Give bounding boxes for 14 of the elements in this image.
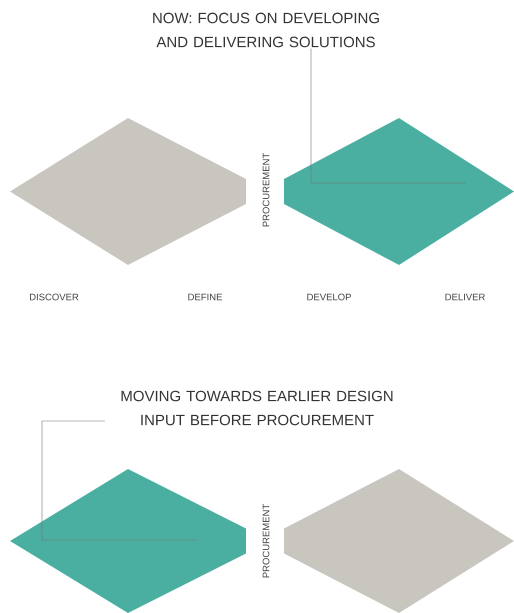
heading: MOVING TOWARDS EARLIER DESIGN INPUT BEFORE PROCUREMENT [122,390,392,426]
diamond-shape [10,469,246,613]
leader-line [310,48,466,184]
phase-label: DEVELOP [307,294,351,300]
diamond-shape [10,118,246,265]
phase-label: DISCOVER [30,294,78,300]
leader-line [42,420,198,540]
phase-label: DEFINE [188,294,222,300]
heading: NOW: FOCUS ON DEVELOPING AND DELIVERING SOLUTIONS [153,12,379,48]
diamond-shape [284,469,514,613]
rotated-label: PROCUREMENT [260,502,272,580]
phase-label: DELIVER [445,294,485,300]
diamond-shape [284,118,514,265]
rotated-label: PROCUREMENT [260,150,272,230]
